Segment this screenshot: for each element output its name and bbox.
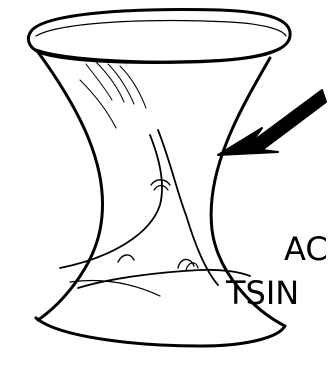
caption-line-1: AC [284,230,328,268]
caption-line-2: TSIN [225,274,299,312]
angle-markers [118,180,198,270]
top-disk [28,10,290,63]
